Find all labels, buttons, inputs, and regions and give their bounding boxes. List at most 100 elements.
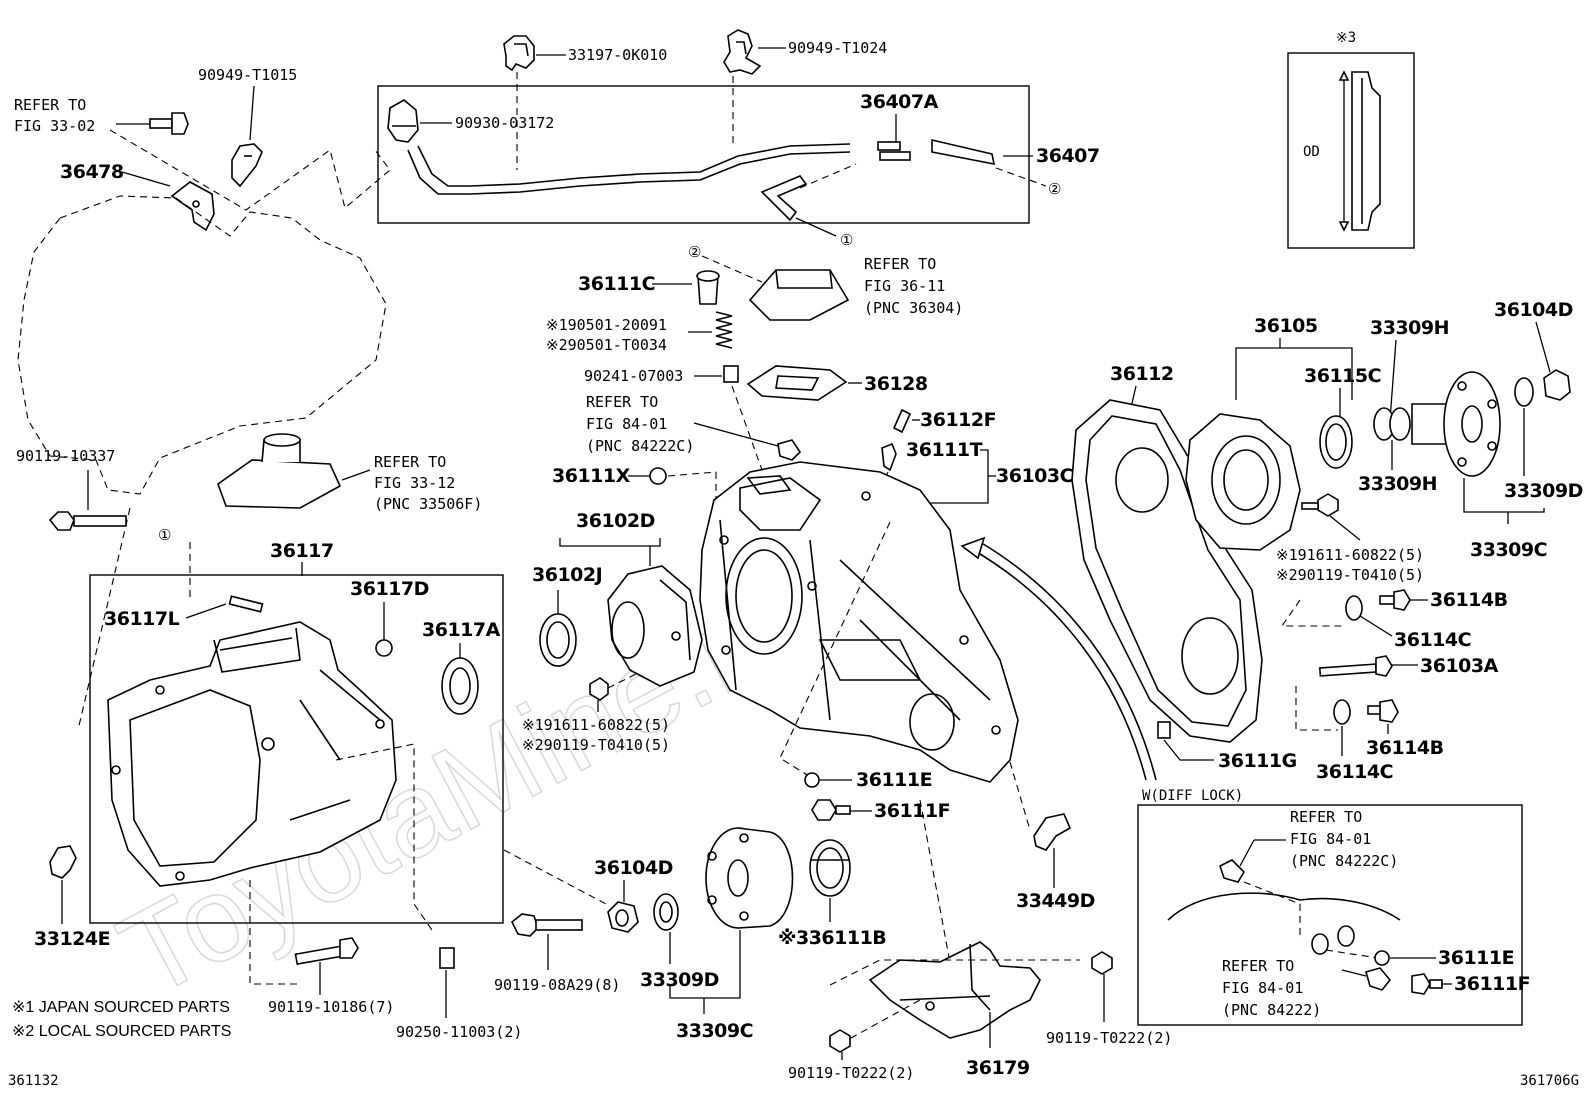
label-290119-t0410-b: ※290119-T0410(5) bbox=[1276, 566, 1424, 584]
plug-36117d-icon bbox=[375, 639, 393, 657]
od-label: OD bbox=[1303, 144, 1320, 160]
label-290501-t0034: ※290501-T0034 bbox=[546, 336, 667, 354]
diff-lock-label: W(DIFF LOCK) bbox=[1142, 788, 1243, 804]
label-191611-60822-b: ※191611-60822(5) bbox=[1276, 546, 1424, 564]
pin-36112f-icon bbox=[892, 408, 912, 434]
pin-90250-icon bbox=[439, 947, 455, 969]
flange-33309c-b-icon bbox=[1411, 371, 1501, 477]
label-90119-08a29: 90119-08A29(8) bbox=[494, 976, 620, 994]
bolt-91611-b-icon bbox=[1301, 493, 1339, 517]
switch-84222c-icon bbox=[777, 439, 802, 461]
label-90930-03172: 90930-03172 bbox=[455, 114, 554, 132]
label-33309c-a: 33309C bbox=[676, 1020, 753, 1042]
rear-retainer-36105 bbox=[1185, 413, 1301, 551]
label-36111e-b: 36111E bbox=[1438, 947, 1514, 969]
bolt-90119-t0222-a-icon bbox=[829, 1029, 851, 1053]
clip-90949-t1024-icon bbox=[723, 29, 762, 75]
clamp-90949-t1015-icon bbox=[231, 143, 263, 188]
marker-1-a: ① bbox=[840, 231, 853, 249]
extension-housing-36117 bbox=[107, 621, 397, 887]
pnc-36304-label: (PNC 36304) bbox=[864, 299, 963, 317]
label-33197-0k010: 33197-0K010 bbox=[568, 46, 667, 64]
pnc-84222-label: (PNC 84222) bbox=[1222, 1001, 1321, 1019]
figure-id-right: 361706G bbox=[1520, 1073, 1579, 1089]
gasket-36112 bbox=[1071, 399, 1263, 743]
cover-plate-36304-icon bbox=[748, 269, 850, 321]
label-90241-07003: 90241-07003 bbox=[584, 367, 683, 385]
fig-84-01-label-a: FIG 84-01 bbox=[586, 415, 667, 433]
pin-36111g-icon bbox=[1157, 721, 1171, 739]
label-36407a: 36407A bbox=[860, 91, 939, 113]
ball-90241-icon bbox=[723, 365, 739, 383]
label-290119-t0410-a: ※290119-T0410(5) bbox=[522, 736, 670, 754]
label-33309d-b: 33309D bbox=[1504, 480, 1583, 502]
marker-2-b: ② bbox=[688, 243, 701, 261]
label-36103a: 36103A bbox=[1420, 655, 1499, 677]
gasket-36128-icon bbox=[746, 365, 848, 401]
plug-36111x-icon bbox=[649, 467, 667, 485]
fig-33-12-label: FIG 33-12 bbox=[374, 474, 455, 492]
pnc-33506f-label: (PNC 33506F) bbox=[374, 495, 482, 513]
flange-33309c-icon bbox=[705, 827, 794, 929]
label-33309d-a: 33309D bbox=[640, 969, 719, 991]
pnc-84222c-label-a: (PNC 84222C) bbox=[586, 437, 694, 455]
transmission-outline bbox=[17, 195, 387, 495]
bolt-90119-t0222-b-icon bbox=[1091, 951, 1113, 975]
sensor-33449d-icon bbox=[1033, 813, 1072, 851]
fig-36-11-label: FIG 36-11 bbox=[864, 277, 945, 295]
plug-36111e-b-icon bbox=[1374, 950, 1390, 966]
label-36111t: 36111T bbox=[906, 439, 983, 461]
diff-lock-box bbox=[1137, 804, 1523, 1026]
hose-connector-36407a-icon bbox=[877, 141, 911, 161]
label-36104d-a: 36104D bbox=[594, 857, 673, 879]
refer-to-label-5: REFER TO bbox=[1290, 808, 1362, 826]
bearing-36117a-icon bbox=[441, 657, 479, 715]
label-191611-60822-a: ※191611-60822(5) bbox=[522, 716, 670, 734]
plug-36111c-icon bbox=[696, 270, 720, 305]
figure-id-left: 361132 bbox=[8, 1073, 59, 1089]
transfer-case-36103c bbox=[699, 461, 1019, 783]
pin-36111t-icon bbox=[881, 442, 897, 472]
label-90949-t1015: 90949-T1015 bbox=[198, 66, 297, 84]
oil-seal-36102j-icon bbox=[539, 613, 577, 667]
label-90949-t1024: 90949-T1024 bbox=[788, 39, 887, 57]
refer-to-label-6: REFER TO bbox=[1222, 957, 1294, 975]
fig-84-01-label-b: FIG 84-01 bbox=[1290, 830, 1371, 848]
label-36102d: 36102D bbox=[576, 510, 655, 532]
label-36103c: 36103C bbox=[996, 465, 1073, 487]
label-190501-20091: ※190501-20091 bbox=[546, 316, 667, 334]
washer-33309d-b-icon bbox=[1514, 377, 1534, 407]
label-36112: 36112 bbox=[1110, 363, 1174, 385]
switch-84222-icon bbox=[1365, 967, 1392, 991]
label-36104d-b: 36104D bbox=[1494, 299, 1573, 321]
label-90119-t0222-a: 90119-T0222(2) bbox=[788, 1064, 914, 1082]
label-36111b: ※336111B bbox=[778, 927, 886, 949]
label-36117a: 36117A bbox=[422, 619, 501, 641]
breather-plug-90930-03172-icon bbox=[387, 99, 419, 143]
housing-outline-diff-lock bbox=[1167, 892, 1401, 921]
bolt-90119-10186-icon bbox=[294, 937, 359, 966]
pnc-84222c-label-b: (PNC 84222C) bbox=[1290, 852, 1398, 870]
nut-36104d-b-icon bbox=[1543, 369, 1571, 401]
spring-icon bbox=[715, 311, 733, 349]
label-33309h-a: 33309H bbox=[1370, 317, 1449, 339]
label-36111f-b: 36111F bbox=[1454, 973, 1530, 995]
label-36111e-a: 36111E bbox=[856, 769, 932, 791]
label-36179: 36179 bbox=[966, 1057, 1030, 1079]
label-36117d: 36117D bbox=[350, 578, 429, 600]
washer-36114c-b-icon bbox=[1333, 699, 1351, 725]
nut-36104d-icon bbox=[607, 901, 639, 933]
label-36117: 36117 bbox=[270, 540, 334, 562]
label-36112f: 36112F bbox=[920, 409, 996, 431]
retainer-36102d-icon bbox=[607, 565, 703, 687]
bolt-36114b-a-icon bbox=[1379, 589, 1411, 611]
refer-to-label-4: REFER TO bbox=[374, 453, 446, 471]
label-33124e: 33124E bbox=[34, 928, 110, 950]
label-90119-10186: 90119-10186(7) bbox=[268, 998, 394, 1016]
bolt-91611-icon bbox=[589, 677, 609, 712]
label-36105: 36105 bbox=[1254, 315, 1318, 337]
washer-36114c-a-icon bbox=[1345, 595, 1363, 621]
label-36117l: 36117L bbox=[104, 608, 180, 630]
bolt-36111f-icon bbox=[811, 799, 851, 821]
extension-housing-box bbox=[89, 574, 504, 924]
